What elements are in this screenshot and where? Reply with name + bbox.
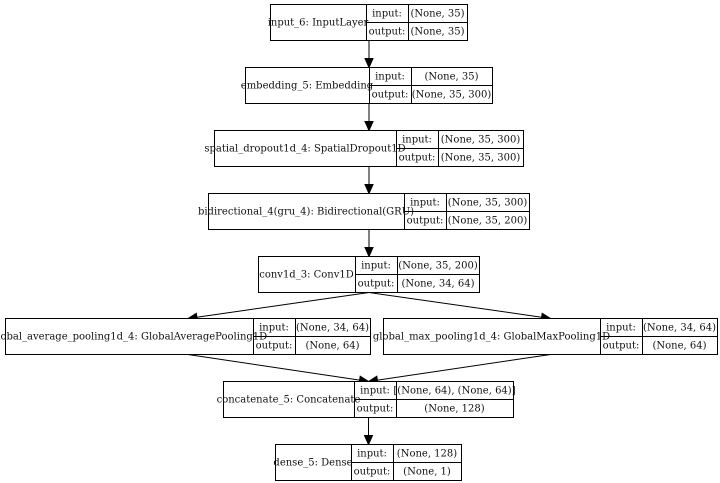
output-port-label: output: xyxy=(399,153,436,164)
input-port-label: input: xyxy=(372,9,402,20)
output-port-label: output: xyxy=(358,279,395,290)
edge-conv1d-3-to-global-average-pooling1d-4 xyxy=(186,292,370,322)
input-shape-value: (None, 128) xyxy=(397,449,457,460)
output-port-label: output: xyxy=(407,216,444,227)
layer-name-label: dense_5: Dense xyxy=(273,458,352,469)
layer-name-label: bidirectional_4(gru_4): Bidirectional(GR… xyxy=(198,207,414,218)
edge-spatial-dropout1d-4-to-bidirectional-4 xyxy=(364,166,374,195)
layer-node-global-max-pooling1d-4: global_max_pooling1d_4: GlobalMaxPooling… xyxy=(373,318,718,355)
input-port-label: input: xyxy=(606,323,636,334)
arrowhead-icon xyxy=(364,58,374,69)
edge-line xyxy=(377,354,551,381)
input-port-label: input: xyxy=(402,135,432,146)
arrowhead-icon xyxy=(363,435,374,446)
output-port-label: output: xyxy=(357,404,394,415)
input-shape-value: (None, 35) xyxy=(410,9,464,20)
layer-name-label: spatial_dropout1d_4: SpatialDropout1D xyxy=(204,144,405,155)
output-shape-value: (None, 35, 300) xyxy=(412,90,492,101)
edge-line xyxy=(187,354,360,381)
arrowhead-icon xyxy=(364,121,374,132)
layer-name-label: concatenate_5: Concatenate xyxy=(217,395,361,406)
arrowhead-icon xyxy=(364,247,374,258)
layer-node-conv1d-3: conv1d_3: Conv1D input: (None, 35, 200)out… xyxy=(258,256,480,293)
input-shape-value: (None, 35, 200) xyxy=(398,261,478,272)
output-shape-value: (None, 34, 64) xyxy=(401,279,474,290)
input-port-label: input: xyxy=(259,323,289,334)
output-shape-value: (None, 35, 200) xyxy=(448,216,528,227)
layer-node-dense-5: dense_5: Dense input: (None, 128) output: (N… xyxy=(273,444,462,481)
input-shape-value: (None, 34, 64) xyxy=(643,323,716,334)
edge-global-max-pooling1d-4-to-concatenate-5 xyxy=(367,354,551,385)
layer-name-label: conv1d_3: Conv1D xyxy=(259,270,354,281)
layer-node-bidirectional-4: bidirectional_4(gru_4): Bidirectional(GR… xyxy=(198,193,530,230)
edge-input-6-to-embedding-5 xyxy=(364,40,374,69)
output-port-label: output: xyxy=(603,341,640,352)
arrowhead-icon xyxy=(364,184,374,195)
layer-name-label: embedding_5: Embedding xyxy=(241,81,374,92)
output-shape-value: (None, 128) xyxy=(424,404,484,415)
input-shape-value: (None, 35, 300) xyxy=(441,135,521,146)
layer-node-spatial-dropout1d-4: spatial_dropout1d_4: SpatialDropout1Dinp… xyxy=(204,130,524,167)
output-shape-value: (None, 64) xyxy=(305,341,359,352)
edge-embedding-5-to-spatial-dropout1d-4 xyxy=(364,103,374,132)
output-shape-value: (None, 35) xyxy=(410,27,464,38)
edge-line xyxy=(196,292,370,318)
input-port-label: input: xyxy=(375,72,405,83)
edge-bidirectional-4-to-conv1d-3 xyxy=(364,229,374,258)
layer-node-global-average-pooling1d-4: global_average_pooling1d_4: GlobalAverag… xyxy=(0,318,371,355)
input-port-label: input: xyxy=(361,261,391,272)
input-shape-value: [(None, 64), (None, 64)] xyxy=(393,386,515,397)
output-shape-value: (None, 1) xyxy=(403,467,451,478)
edge-concatenate-5-to-dense-5 xyxy=(363,417,374,446)
edge-global-average-pooling1d-4-to-concatenate-5 xyxy=(187,354,370,385)
input-port-label: input: xyxy=(410,198,440,209)
edge-line xyxy=(368,292,542,318)
input-shape-value: (None, 35, 300) xyxy=(448,198,528,209)
output-port-label: output: xyxy=(372,90,409,101)
layer-name-label: input_6: InputLayer xyxy=(268,18,369,29)
input-shape-value: (None, 35) xyxy=(424,72,478,83)
output-port-label: output: xyxy=(354,467,391,478)
output-shape-value: (None, 64) xyxy=(652,341,706,352)
edge-conv1d-3-to-global-max-pooling1d-4 xyxy=(368,292,552,322)
output-shape-value: (None, 35, 300) xyxy=(441,153,521,164)
input-shape-value: (None, 34, 64) xyxy=(296,323,369,334)
layer-name-label: global_max_pooling1d_4: GlobalMaxPooling… xyxy=(373,332,610,343)
input-port-label: input: xyxy=(357,449,387,460)
layer-node-concatenate-5: concatenate_5: Concatenateinput:[(None, … xyxy=(217,381,516,418)
output-port-label: output: xyxy=(256,341,293,352)
input-port-label: input: xyxy=(360,386,390,397)
layer-name-label: global_average_pooling1d_4: GlobalAverag… xyxy=(0,332,267,343)
output-port-label: output: xyxy=(369,27,406,38)
